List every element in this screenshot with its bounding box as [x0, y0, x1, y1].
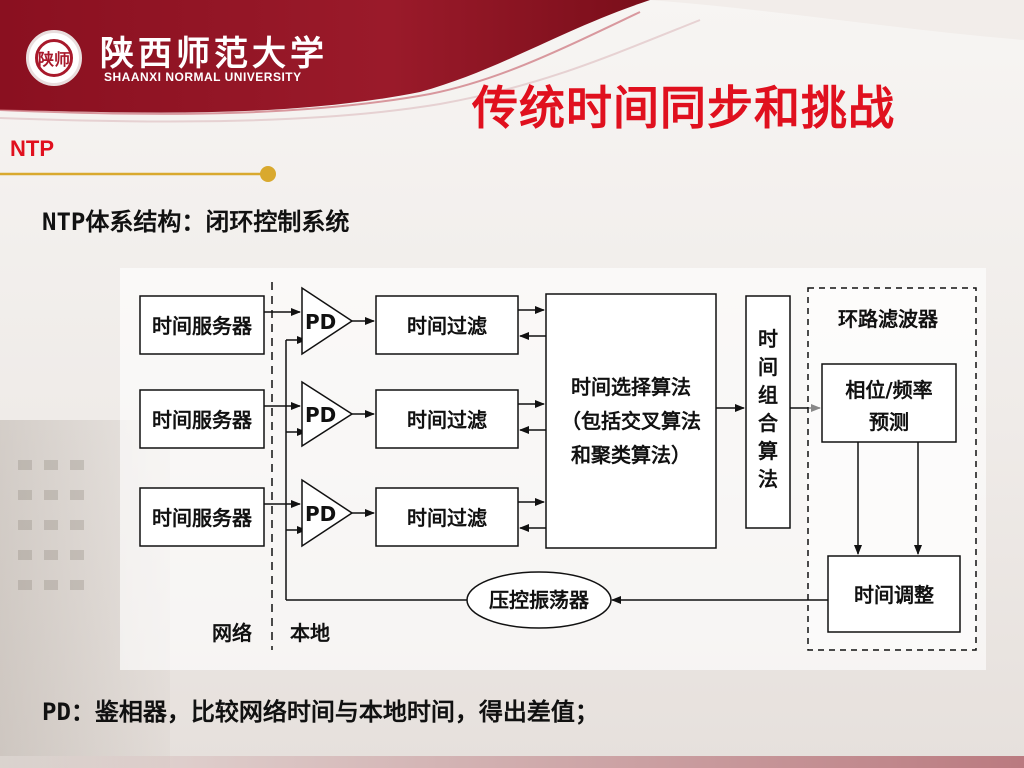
- combine-char-5: 算: [758, 439, 778, 463]
- selection-line-3: 和聚类算法）: [571, 443, 691, 467]
- combine-char-6: 法: [758, 467, 778, 491]
- university-name-cn: 陕西师范大学: [100, 34, 328, 74]
- selection-algorithm-box: 时间选择算法 （包括交叉算法 和聚类算法）: [545, 293, 717, 549]
- header-banner: [0, 0, 1024, 123]
- bottom-accent-bar: [0, 756, 1024, 768]
- pd-triangle-1: PD: [301, 286, 354, 356]
- pd-label-3: PD: [305, 502, 336, 526]
- seal-text: 陕师: [35, 39, 73, 77]
- server-label-3: 时间服务器: [152, 506, 253, 530]
- filter-label-3: 时间过滤: [407, 506, 487, 530]
- filter-box-3: 时间过滤: [375, 487, 519, 547]
- university-seal-logo: 陕师: [26, 30, 82, 86]
- combine-char-4: 合: [758, 411, 779, 435]
- section-divider: [0, 166, 276, 182]
- page-title: 传统时间同步和挑战: [472, 81, 895, 135]
- pd-footnote: PD：鉴相器，比较网络时间与本地时间，得出差值；: [42, 698, 599, 726]
- server-box-2: 时间服务器: [139, 389, 265, 449]
- network-label: 网络: [212, 621, 252, 645]
- loop-filter-title: 环路滤波器: [838, 307, 939, 331]
- selection-line-1: 时间选择算法: [571, 375, 691, 399]
- vco-oscillator: 压控振荡器: [466, 571, 612, 629]
- adjust-label: 时间调整: [854, 583, 934, 607]
- filter-box-1: 时间过滤: [375, 295, 519, 355]
- server-label-1: 时间服务器: [152, 314, 253, 338]
- phase-frequency-predict-box: 相位/频率 预测: [821, 363, 957, 443]
- pd-label-1: PD: [305, 310, 336, 334]
- combine-char-3: 组: [758, 383, 778, 407]
- server-box-1: 时间服务器: [139, 295, 265, 355]
- pd-triangle-2: PD: [301, 380, 354, 448]
- filter-label-2: 时间过滤: [407, 408, 487, 432]
- university-name-en: SHAANXI NORMAL UNIVERSITY: [104, 70, 302, 84]
- filter-box-2: 时间过滤: [375, 389, 519, 449]
- pd-triangle-3: PD: [301, 478, 354, 548]
- time-adjust-box: 时间调整: [827, 555, 961, 633]
- combine-char-1: 时: [758, 327, 778, 351]
- server-label-2: 时间服务器: [152, 408, 253, 432]
- section-label: NTP: [10, 136, 54, 161]
- filter-label-1: 时间过滤: [407, 314, 487, 338]
- predict-line-1: 相位/频率: [845, 378, 932, 402]
- selection-line-2: （包括交叉算法: [561, 409, 701, 433]
- local-label: 本地: [290, 621, 330, 645]
- pd-label-2: PD: [305, 403, 336, 427]
- combine-algorithm-box: 时 间 组 合 算 法: [745, 295, 791, 529]
- oscillator-label: 压控振荡器: [489, 588, 590, 612]
- subtitle: NTP体系结构：闭环控制系统: [42, 208, 350, 236]
- combine-char-2: 间: [758, 355, 778, 379]
- predict-line-2: 预测: [869, 410, 909, 434]
- server-box-3: 时间服务器: [139, 487, 265, 547]
